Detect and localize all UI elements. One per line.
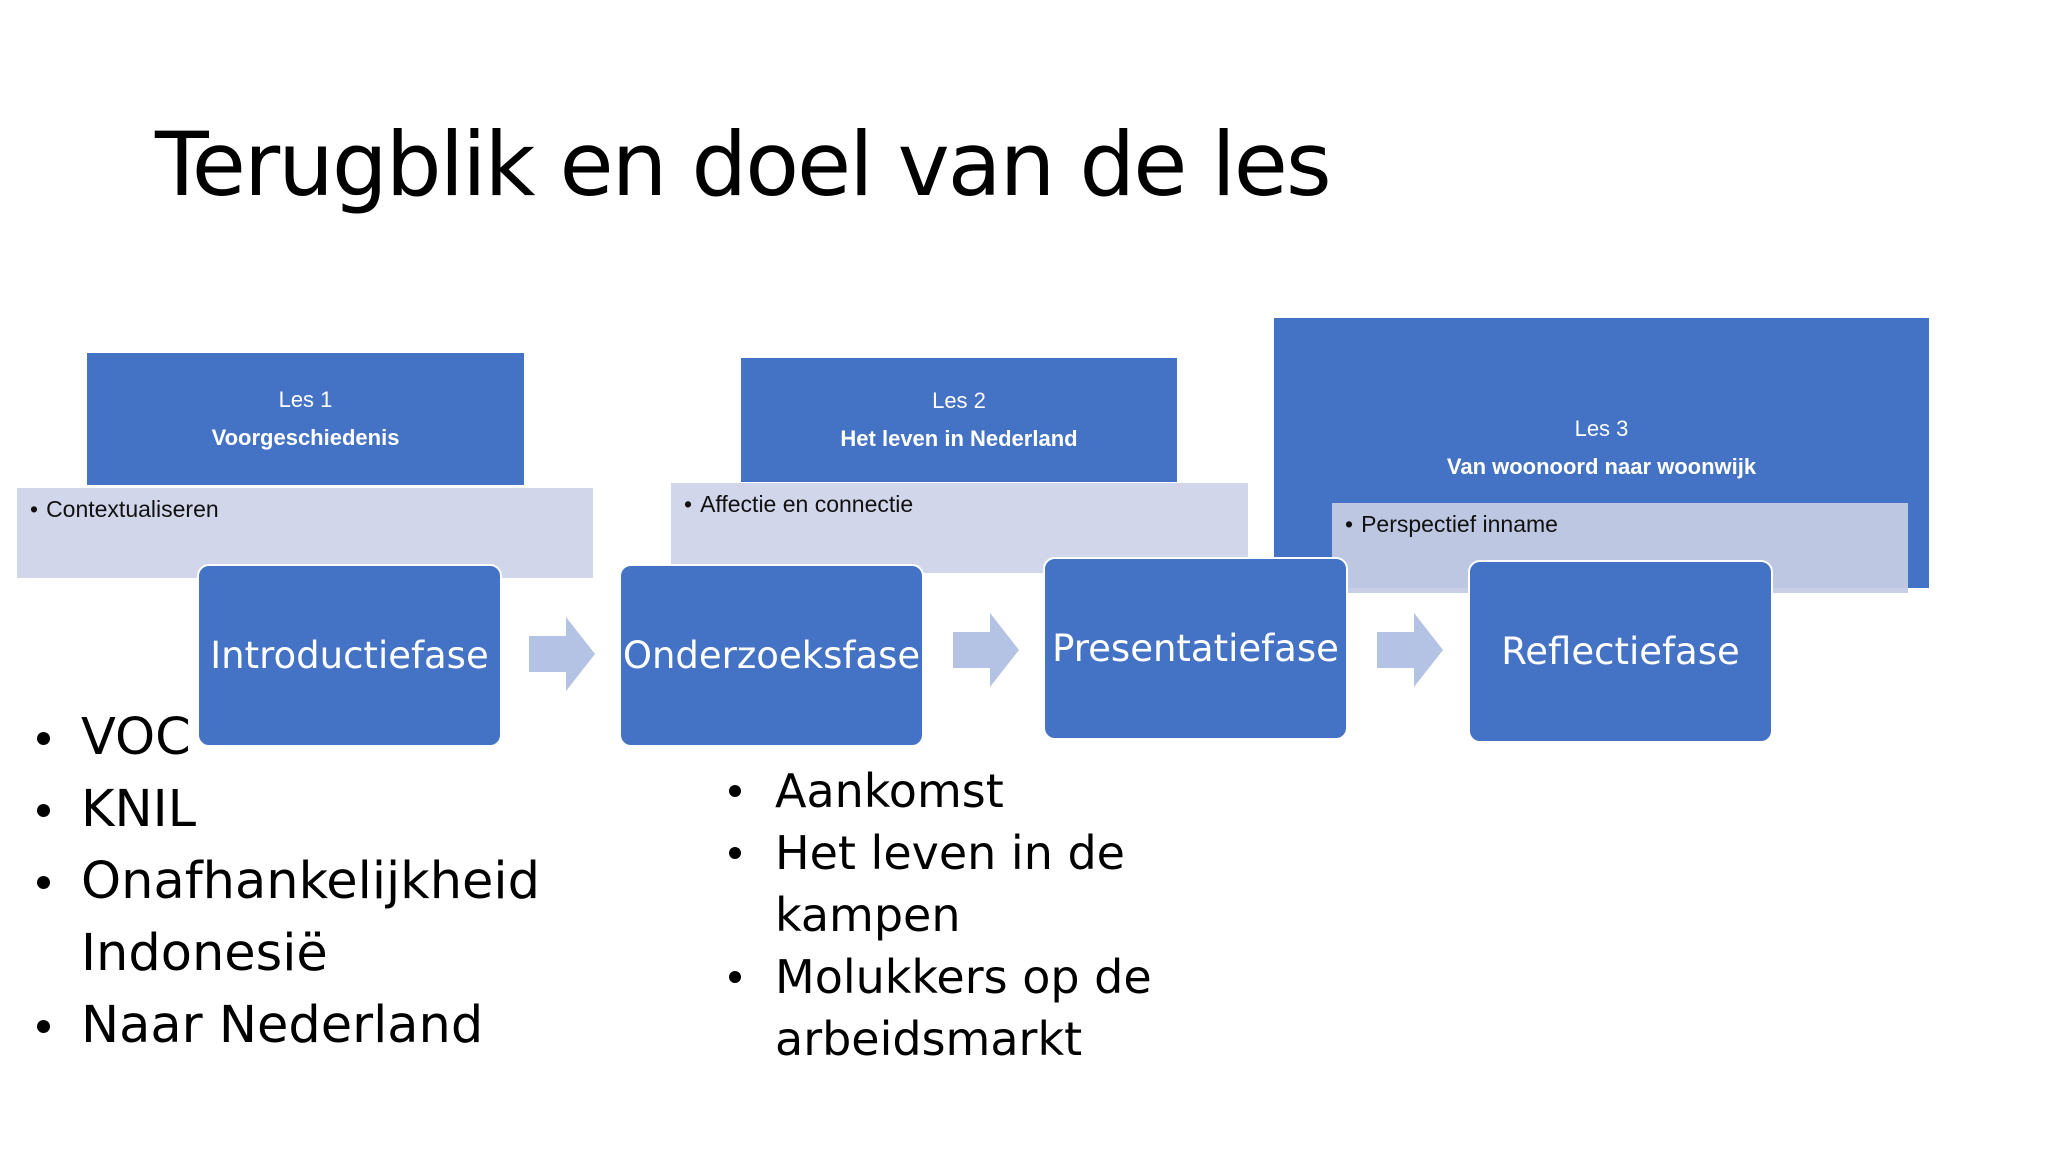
phase-reflectie: Reflectiefase: [1468, 560, 1773, 743]
onderzoek-topics-list: Aankomst Het leven in de kampen Molukker…: [725, 760, 1175, 1070]
bullet-marker: •: [684, 491, 693, 517]
lesson-1-header: Les 1 Voorgeschiedenis: [87, 353, 524, 485]
lesson-1-name: Voorgeschiedenis: [211, 425, 400, 450]
bullet-marker: •: [30, 496, 39, 522]
lesson-2-name: Het leven in Nederland: [840, 426, 1078, 451]
list-item: Aankomst: [725, 760, 1175, 822]
lesson-2-number: Les 2: [932, 388, 986, 413]
phase-presentatie: Presentatiefase: [1043, 557, 1348, 740]
lesson-2-header: Les 2 Het leven in Nederland: [741, 358, 1177, 482]
list-item: Het leven in de kampen: [725, 822, 1175, 946]
list-item: Onafhankelijkheid Indonesië: [33, 846, 573, 990]
list-item: Molukkers op de arbeidsmarkt: [725, 946, 1175, 1070]
arrow-right-icon: [1377, 613, 1443, 687]
arrow-right-icon: [953, 613, 1019, 687]
bullet-marker: •: [1345, 511, 1354, 537]
list-item: VOC: [33, 702, 573, 774]
lesson-1-focus-panel: • Contextualiseren: [17, 488, 593, 578]
lesson-3-number: Les 3: [1574, 416, 1629, 441]
lesson-1-number: Les 1: [278, 387, 333, 412]
lesson-3-name: Van woonoord naar woonwijk: [1446, 454, 1757, 479]
lesson-2-focus: Affectie en connectie: [700, 491, 914, 517]
slide-title: Terugblik en doel van de les: [155, 113, 1332, 216]
arrow-right-icon: [529, 617, 595, 691]
phase-introductie: Introductiefase: [197, 564, 502, 747]
phase-onderzoek: Onderzoeksfase: [619, 564, 924, 747]
list-item: KNIL: [33, 774, 573, 846]
list-item: Naar Nederland: [33, 990, 573, 1062]
introductie-topics-list: VOC KNIL Onafhankelijkheid Indonesië Naa…: [33, 702, 573, 1062]
lesson-3-focus: Perspectief inname: [1361, 511, 1558, 537]
lesson-1-focus: Contextualiseren: [46, 496, 219, 522]
